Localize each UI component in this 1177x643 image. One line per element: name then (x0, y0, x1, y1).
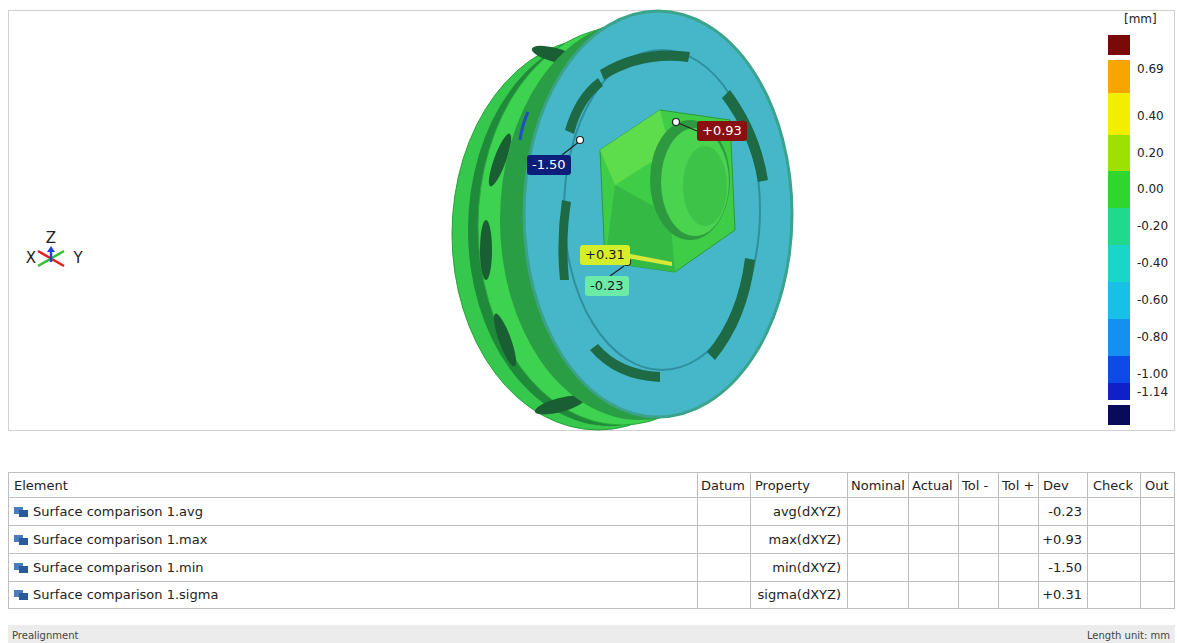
footer-note: Prealignment (12, 629, 78, 642)
table-header: Out (1145, 477, 1169, 494)
table-cell: -0.23 (1048, 503, 1082, 520)
color-scale-swatch (1108, 135, 1130, 172)
color-scale-swatch (1108, 356, 1130, 384)
scale-value: 0.69 (1137, 62, 1164, 77)
table-header: Check (1093, 477, 1133, 494)
axis-label: Y (73, 248, 82, 268)
row-icons (14, 507, 28, 600)
table-cell: sigma(dXYZ) (758, 586, 841, 603)
part-scan (452, 11, 792, 430)
color-scale-swatch (1108, 319, 1130, 357)
deviation-callout: -0.23 (585, 276, 629, 296)
table-header: Tol + (1002, 477, 1034, 494)
color-scale-swatch (1108, 208, 1130, 246)
deviation-callout: +0.31 (580, 245, 630, 265)
scale-value: -0.80 (1137, 330, 1168, 345)
view-frame (9, 11, 1175, 431)
color-scale-swatch (1108, 93, 1130, 136)
scale-value: -1.14 (1137, 385, 1168, 400)
table-header: Dev (1043, 477, 1069, 494)
scale-value: 0.40 (1137, 109, 1164, 124)
color-scale-swatch (1108, 383, 1130, 400)
deviation-value: +0.31 (585, 247, 625, 262)
table-cell: avg(dXYZ) (773, 503, 841, 520)
table-cell: max(dXYZ) (769, 531, 841, 548)
table-header: Datum (701, 477, 745, 494)
table-cell: +0.93 (1042, 531, 1082, 548)
axis-label: Z (46, 228, 56, 248)
table-header: Element (14, 477, 68, 494)
table-cell: Surface comparison 1.sigma (33, 586, 218, 603)
color-scale-swatch (1108, 245, 1130, 283)
color-scale-swatch (1108, 282, 1130, 320)
deviation-value: +0.93 (702, 123, 742, 138)
table-header: Actual (912, 477, 953, 494)
table-cell: Surface comparison 1.max (33, 531, 207, 548)
scale-value: 0.20 (1137, 146, 1164, 161)
table-header: Tol - (962, 477, 988, 494)
table-cell: +0.31 (1042, 586, 1082, 603)
deviation-callout: -1.50 (527, 155, 571, 175)
scale-value: -0.60 (1137, 293, 1168, 308)
table-cell: Surface comparison 1.avg (33, 503, 203, 520)
footer-note: Length unit: mm (1087, 629, 1170, 642)
deviation-value: -0.23 (590, 278, 624, 293)
color-scale-swatch (1108, 171, 1130, 208)
table-cell: min(dXYZ) (772, 559, 841, 576)
color-scale-swatch (1108, 60, 1130, 93)
over-range-swatch (1108, 35, 1130, 55)
under-range-swatch (1108, 405, 1130, 425)
axis-label: X (26, 248, 36, 268)
axis-triad (38, 246, 64, 266)
table-cell: Surface comparison 1.min (33, 559, 204, 576)
result-table (8, 472, 1175, 609)
unit-label: [mm] (1124, 11, 1157, 27)
deviation-value: -1.50 (532, 157, 566, 172)
scale-value: 0.00 (1137, 182, 1164, 197)
leader-lines (562, 119, 697, 277)
table-header: Nominal (851, 477, 905, 494)
footer-bar (8, 625, 1175, 643)
deviation-callout: +0.93 (697, 121, 747, 141)
scale-value: -0.40 (1137, 256, 1168, 271)
scale-value: -0.20 (1137, 219, 1168, 234)
table-cell: -1.50 (1048, 559, 1082, 576)
table-header: Property (755, 477, 810, 494)
scale-value: -1.00 (1137, 367, 1168, 382)
